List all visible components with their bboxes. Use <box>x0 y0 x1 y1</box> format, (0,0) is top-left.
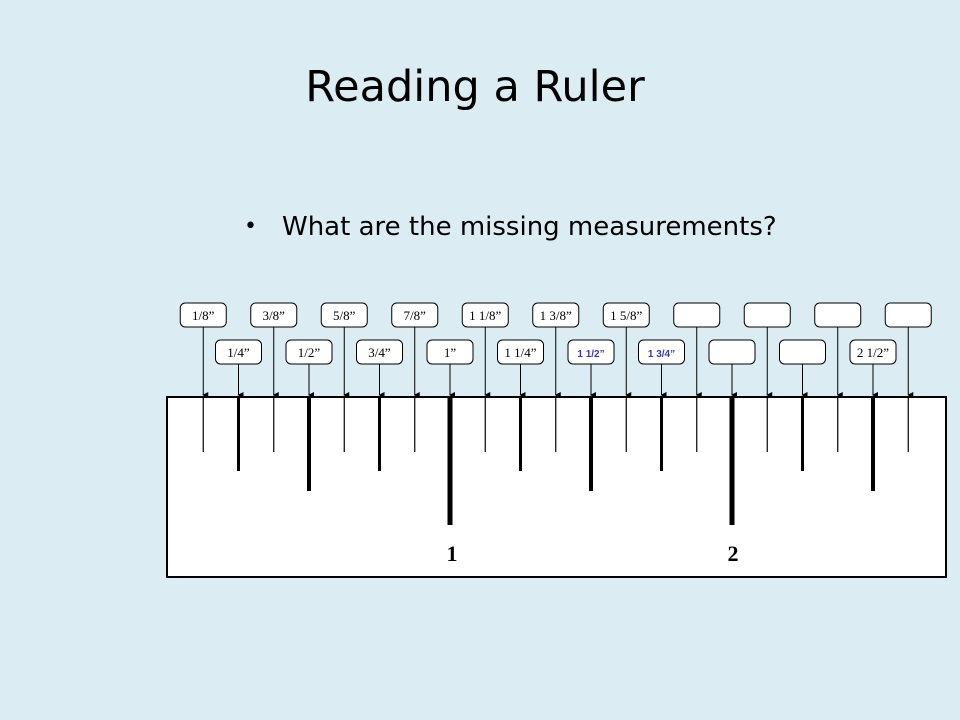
blank-answer-box[interactable] <box>814 302 862 398</box>
measurement-label-text: 1 3/8” <box>540 308 572 323</box>
measurement-label: 5/8” <box>320 302 368 398</box>
measurement-label-text: 7/8” <box>404 308 427 323</box>
measurement-label: 1/2” <box>285 339 333 398</box>
bullet-item: • What are the missing measurements? <box>244 212 777 242</box>
blank-answer-box[interactable] <box>708 339 756 398</box>
measurement-label-text: 1 3/4” <box>648 349 675 360</box>
measurement-label-text: 1/2” <box>298 345 321 360</box>
measurement-label: 1/8” <box>179 302 227 398</box>
measurement-label: 1 5/8” <box>602 302 650 398</box>
measurement-label-text: 1 1/4” <box>504 345 536 360</box>
measurement-label-text: 1/4” <box>227 345 250 360</box>
measurement-label-text: 1 5/8” <box>610 308 642 323</box>
measurement-label: 3/8” <box>250 302 298 398</box>
measurement-label-text: 2 1/2” <box>857 345 889 360</box>
blank-answer-box[interactable] <box>743 302 791 398</box>
bullet-text: What are the missing measurements? <box>282 212 777 242</box>
measurement-label: 7/8” <box>391 302 439 398</box>
slide-title: Reading a Ruler <box>305 62 645 112</box>
measurement-label-text: 1 1/8” <box>469 308 501 323</box>
ruler-number-1: 1 <box>447 541 458 566</box>
measurement-label-text: 1” <box>444 345 457 360</box>
measurement-label: 1 1/8” <box>461 302 509 398</box>
measurement-label-text: 1 1/2” <box>577 349 604 360</box>
measurement-label-text: 1/8” <box>192 308 215 323</box>
measurement-label: 1 3/4” <box>638 339 685 398</box>
blank-answer-box[interactable] <box>884 302 932 398</box>
measurement-label-text: 5/8” <box>333 308 356 323</box>
measurement-label: 1 1/2” <box>567 339 615 398</box>
bullet-dot: • <box>244 214 257 239</box>
measurement-label: 1/4” <box>215 339 262 398</box>
blank-answer-box[interactable] <box>779 339 826 398</box>
measurement-label: 1 3/8” <box>532 302 580 398</box>
blank-answer-box[interactable] <box>673 302 721 398</box>
measurement-label-text: 3/4” <box>368 345 391 360</box>
measurement-label: 1” <box>426 339 474 398</box>
measurement-label: 1 1/4” <box>497 339 544 398</box>
ruler-body <box>166 396 947 578</box>
measurement-label: 3/4” <box>356 339 403 398</box>
ruler-number-2: 2 <box>728 541 739 566</box>
measurement-label-text: 3/8” <box>263 308 286 323</box>
measurement-label: 2 1/2” <box>849 339 897 398</box>
